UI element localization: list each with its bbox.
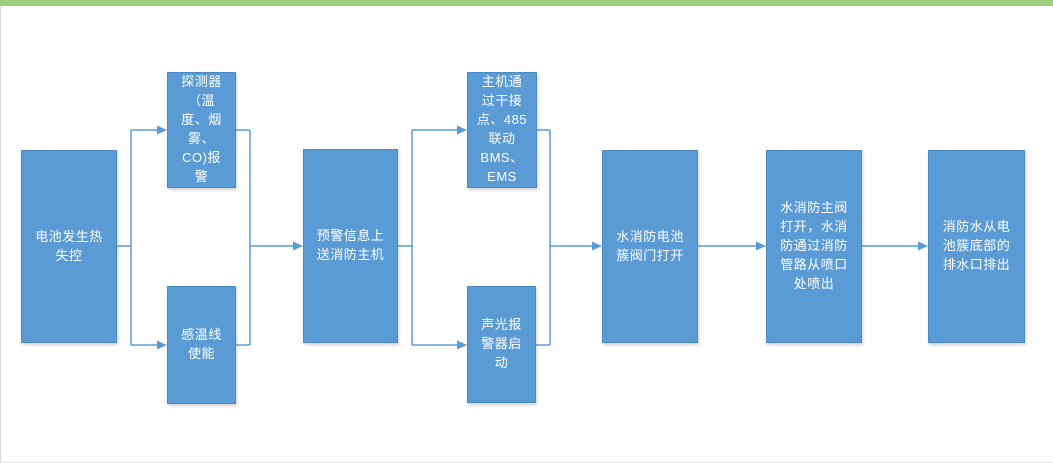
flow-node-heat-sensing-cable-enable: 感温线使能: [167, 286, 236, 404]
arrowhead-to-cluster-valve: [592, 241, 602, 251]
connector-split-from-warning: [398, 129, 458, 346]
flow-node-cluster-valve-open: 水消防电池簇阀门打开: [602, 150, 698, 343]
arrowhead-to-discharge: [918, 241, 928, 251]
flow-node-sound-light-alarm-start: 声光报警器启动: [467, 286, 536, 403]
flow-node-host-dry-contact-485-linkage: 主机通过干接点、485联动BMS、EMS: [467, 72, 537, 188]
arrowhead-to-heat-cable: [157, 340, 167, 350]
connector-merge-to-warning: [236, 129, 294, 346]
connector-merge-to-cluster-valve: [536, 129, 593, 346]
arrowhead-to-sound-light: [457, 340, 467, 350]
flow-node-detector-alarm: 探测器（温度、烟雾、CO)报警: [167, 72, 236, 188]
arrowhead-to-warning: [293, 241, 303, 251]
flow-node-warning-info-to-fire-host: 预警信息上送消防主机: [303, 149, 398, 343]
arrowhead-to-host-linkage: [457, 125, 467, 135]
top-green-bar: [0, 0, 1053, 6]
connector-split-left: [117, 129, 158, 346]
flow-node-main-valve-open-spray: 水消防主阀打开，水消防通过消防管路从喷口处喷出: [766, 150, 862, 343]
left-edge-line: [0, 6, 1, 463]
arrowhead-to-main-valve: [756, 241, 766, 251]
arrowhead-to-detector: [157, 125, 167, 135]
flow-node-fire-water-discharge: 消防水从电池簇底部的排水口排出: [928, 150, 1025, 343]
flow-node-battery-thermal-runaway: 电池发生热失控: [21, 150, 117, 343]
